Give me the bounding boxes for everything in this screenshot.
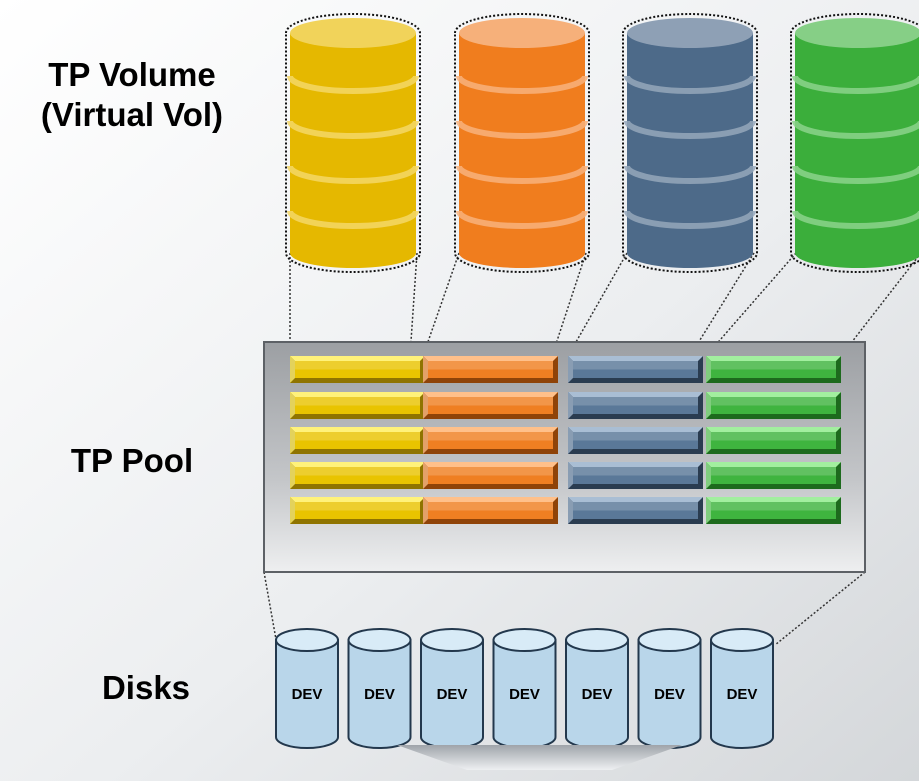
pool-chunk	[706, 356, 841, 383]
volume-body	[627, 33, 753, 268]
pool-chunk	[290, 427, 425, 454]
pool-chunk	[706, 392, 841, 419]
pool-chunk	[568, 462, 703, 489]
volume-top	[290, 18, 416, 48]
pool-chunk	[568, 427, 703, 454]
volume-dotted-outline	[454, 13, 590, 273]
tp-pool-label: TP Pool	[71, 442, 193, 479]
pool-chunk	[568, 392, 703, 419]
connector-line	[263, 571, 278, 646]
volume-band	[792, 120, 919, 139]
pool-chunk	[290, 497, 425, 524]
disk-top	[710, 628, 774, 652]
volume-band	[792, 75, 919, 94]
volume-band	[624, 210, 756, 229]
disk-label: DEV	[509, 686, 540, 703]
pool-chunk	[423, 427, 558, 454]
disk-dev: DEV	[637, 628, 702, 749]
volume-green	[790, 13, 919, 273]
pool-chunks	[290, 356, 841, 524]
volume-top	[459, 18, 585, 48]
disk-top	[565, 628, 629, 652]
disk-body	[275, 639, 339, 749]
volume-dotted-outline	[285, 13, 421, 273]
virtual-vol-label: (Virtual Vol)	[41, 96, 223, 133]
volume-body	[795, 33, 919, 268]
disk-dev: DEV	[420, 628, 484, 749]
volume-band	[456, 210, 588, 229]
volume-band	[287, 75, 419, 94]
connector-line	[409, 252, 418, 357]
disk-label: DEV	[582, 686, 613, 703]
volume-band	[792, 165, 919, 184]
disk-body	[710, 639, 774, 749]
tp-volume-label: TP Volume	[48, 56, 215, 93]
connector-line	[840, 254, 919, 357]
disk-top	[347, 628, 412, 652]
disk-dev: DEV	[347, 628, 412, 749]
volume-band	[456, 120, 588, 139]
volume-body	[290, 33, 416, 268]
disk-label: DEV	[292, 686, 323, 703]
connector-lines	[263, 252, 919, 646]
pool-chunk	[568, 497, 703, 524]
connector-line	[689, 252, 755, 357]
volume-band	[287, 120, 419, 139]
pool-chunk	[706, 427, 841, 454]
volume-top	[627, 18, 753, 48]
pool-chunk	[423, 392, 558, 419]
volume-band	[456, 165, 588, 184]
pool-chunk	[290, 356, 425, 383]
disk-row: DEV DEV DEV DEV DEV DEV DEV	[275, 628, 774, 749]
pool-chunk	[290, 462, 425, 489]
disk-label: DEV	[364, 686, 395, 703]
disks-label: Disks	[102, 669, 190, 706]
pool-chunk	[423, 356, 558, 383]
pool-chunk	[423, 497, 558, 524]
disk-body	[347, 639, 412, 749]
pool-chunk	[568, 356, 703, 383]
pool-chunk	[290, 392, 425, 419]
volume-band	[624, 165, 756, 184]
disk-label: DEV	[437, 686, 468, 703]
volume-top	[795, 18, 919, 48]
connector-line	[705, 252, 797, 357]
down-arrow-shape	[397, 745, 682, 770]
disk-dev: DEV	[492, 628, 557, 749]
disk-dev: DEV	[275, 628, 339, 749]
volume-band	[624, 120, 756, 139]
volume-dotted-outline	[622, 13, 758, 273]
disk-label: DEV	[654, 686, 685, 703]
volume-band	[624, 75, 756, 94]
pool-chunk	[706, 497, 841, 524]
disk-top	[275, 628, 339, 652]
pool-chunk	[706, 462, 841, 489]
disk-dev: DEV	[565, 628, 629, 749]
volume-band	[792, 210, 919, 229]
tp-volumes	[285, 13, 919, 273]
volume-body	[459, 33, 585, 268]
volume-band	[287, 165, 419, 184]
disk-top	[420, 628, 484, 652]
volume-slate	[622, 13, 758, 273]
disk-label: DEV	[727, 686, 758, 703]
pool-chunk	[423, 462, 558, 489]
disk-dev: DEV	[710, 628, 774, 749]
volume-orange	[454, 13, 590, 273]
volume-band	[287, 210, 419, 229]
connector-line	[774, 571, 866, 646]
volume-band	[456, 75, 588, 94]
disk-top	[492, 628, 557, 652]
volume-yellow	[285, 13, 421, 273]
volume-dotted-outline	[790, 13, 919, 273]
disk-top	[637, 628, 702, 652]
